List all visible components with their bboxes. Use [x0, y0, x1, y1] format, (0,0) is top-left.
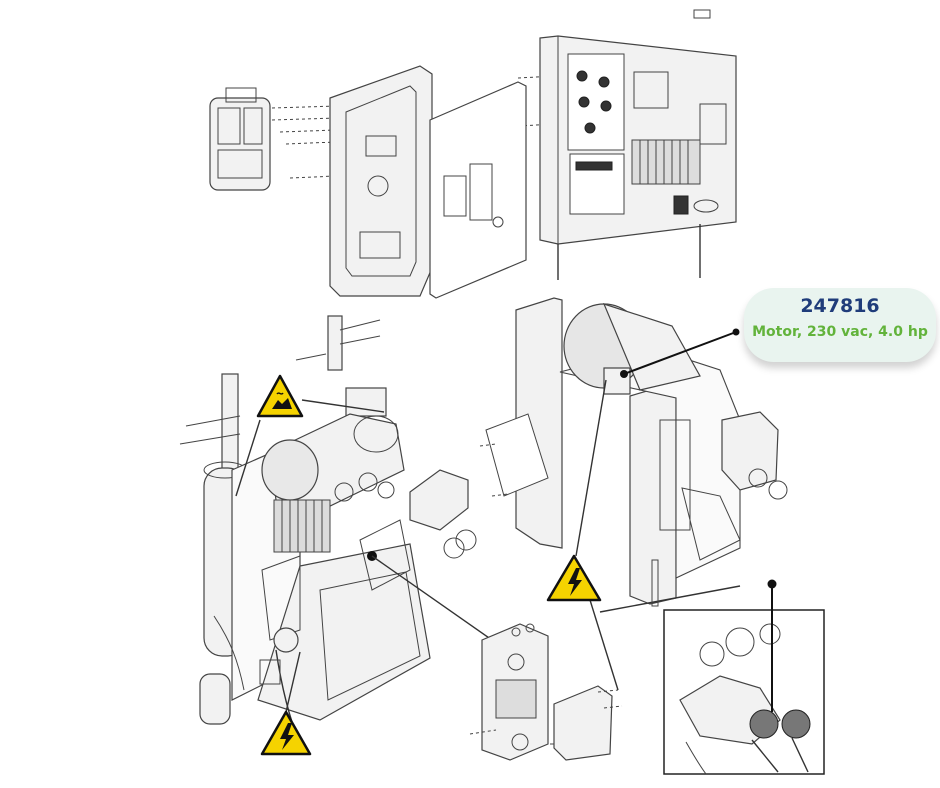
manifold-left	[359, 469, 477, 591]
cover-frame	[329, 65, 433, 297]
door-panel	[429, 81, 527, 299]
part-description: Motor, 230 vac, 4.0 hp	[752, 324, 928, 340]
main-unit-rear	[479, 297, 788, 613]
front-bezel	[209, 87, 271, 191]
electric-shock-warning-icon	[260, 710, 312, 756]
switch-bracket-detail	[469, 623, 564, 761]
electrical-enclosure	[539, 9, 737, 280]
mounting-rails	[179, 315, 381, 471]
pressure-gauges-left	[334, 472, 395, 502]
pump-left	[213, 555, 301, 745]
electric-shock-warning-icon	[546, 554, 602, 602]
guard-plate	[553, 685, 623, 761]
control-box-assembly	[209, 9, 737, 299]
motor-assembly-left	[261, 413, 405, 553]
warning-leaders	[235, 379, 619, 713]
motor-callout-leader	[623, 331, 737, 375]
part-callout: 247816 Motor, 230 vac, 4.0 hp	[744, 288, 936, 362]
main-unit-left	[179, 315, 493, 745]
inset-detail-box	[663, 579, 825, 775]
part-number: 247816	[800, 295, 880, 317]
hot-surface-warning-icon	[256, 374, 304, 418]
